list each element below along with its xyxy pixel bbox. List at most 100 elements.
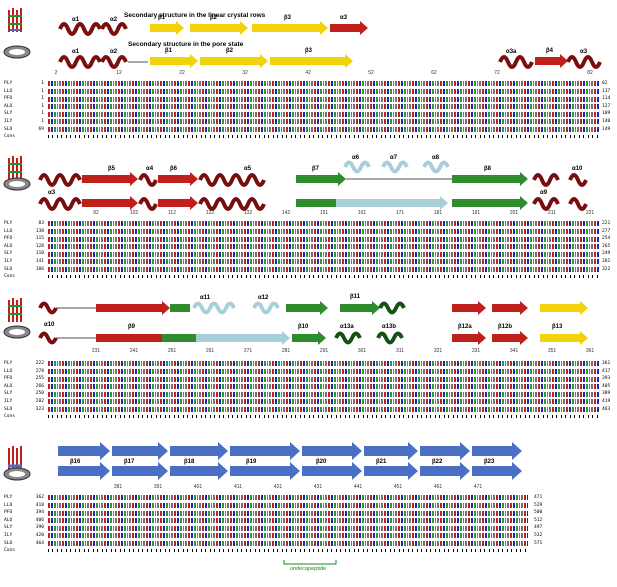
seq-name: ALO [4,383,13,389]
seq-residues [48,518,528,524]
ruler-tick: 151 [319,210,329,216]
title-linear-rows: Secondary structure in the linear crysta… [124,12,266,19]
seq-start: 128 [35,243,44,249]
seq-name: ALO [4,243,13,249]
helix-alpha3a-bottom [498,55,534,69]
molecule-icon [8,8,22,32]
strand-beta1-top [150,21,184,35]
seq-name: SLO [4,540,13,546]
seq-start: 1 [41,103,44,109]
seq-name: SLY [4,251,13,257]
pore-ring-icon [3,325,31,339]
ruler-tick: 142 [281,210,291,216]
ss-label: β3 [305,48,313,54]
ss-label: β1 [158,15,166,21]
seq-residues [48,533,528,539]
seq-start: 1 [41,96,44,102]
seq-name: Cons [4,548,16,554]
ss-label: β16 [70,459,81,465]
seq-start: 406 [35,517,44,523]
seq-residues [48,111,600,117]
ss-label: β2 [210,15,218,21]
helix-alpha7 [381,160,409,174]
ss-label: α9 [540,190,548,196]
strand-beta22 [420,442,470,460]
seq-end: 419 [602,398,611,404]
seq-end: 109 [602,111,611,117]
ruler-tick: 251 [167,348,177,354]
seq-start: 266 [35,383,44,389]
ss-label: α4 [146,166,154,172]
seq-name: Cons [4,274,16,280]
strand-beta17 [112,442,168,460]
title-pore-state: Secondary structure in the pore state [128,41,244,48]
strand-beta21 [364,442,418,460]
strand-beta20 [302,442,362,460]
seq-end: 405 [602,383,611,389]
ss-label: α13a [340,324,354,330]
seq-residues [48,384,600,390]
ruler-tick: 122 [205,210,215,216]
helix-alpha12 [252,301,280,315]
ruler-tick: 42 [305,70,311,76]
strand-beta23 [472,442,522,460]
seq-name: SLO [4,126,13,132]
panel-domain2: α6 α7 α8 α3 β5 α4 β6 α5 β7 β8 α9 α10 [0,148,617,288]
seq-residues [48,510,528,516]
seq-end: 137 [602,88,611,94]
seq-start: 141 [35,258,44,264]
ss-label: α13b [382,324,396,330]
ruler-tick: 341 [509,348,519,354]
seq-start: 186 [35,266,44,272]
seq-start: 282 [35,398,44,404]
seq-end: 221 [602,221,611,226]
seq-start: 1 [41,118,44,124]
seq-residues [48,368,600,374]
ruler-tick: 271 [243,348,253,354]
ruler-tick: 201 [509,210,519,216]
ss-label: β21 [376,459,387,465]
seq-residues [48,361,600,367]
strand-beta7 [296,172,346,186]
seq-end: 497 [534,525,543,531]
seq-residues [48,502,528,508]
seq-start: 110 [35,251,44,257]
ss-label: β22 [432,459,443,465]
seq-residues [48,236,600,242]
seq-end: 249 [602,251,611,257]
panel-domain1: Secondary structure in the linear crysta… [0,0,617,150]
seq-end: 532 [534,532,543,538]
ruler-tick: 261 [205,348,215,354]
seq-end: 322 [602,266,611,272]
helix-alpha9 [532,173,560,187]
seq-name: PLY [4,81,13,86]
ss-label: β13 [552,324,563,330]
molecule-icon [8,446,22,470]
panel-domain4: β16 β17 β18 β19 β20 β21 β22 β23 381 391 … [0,436,617,586]
seq-end: 254 [602,236,611,242]
seq-name: PFO [4,96,13,102]
seq-name: PFO [4,236,13,242]
ss-label: β2 [226,48,234,54]
secondary-structure-4: β16 β17 β18 β19 β20 β21 β22 β23 [58,442,522,480]
seq-name: PFO [4,376,13,382]
ss-label: β17 [124,459,135,465]
seq-residues [48,495,528,501]
seq-start: 362 [35,495,44,500]
ruler-tick: 291 [319,348,329,354]
seq-end: 82 [602,81,608,86]
ss-label: α11 [200,295,211,301]
seq-residues [48,221,600,227]
seq-name: ILY [4,532,13,538]
seq-start: 418 [35,502,44,508]
ss-label: α8 [432,155,440,161]
pore-ring-icon [3,177,31,191]
seq-start: 138 [35,228,44,234]
seq-start: 255 [35,376,44,382]
seq-start: 420 [35,532,44,538]
ruler-tick: 22 [179,70,185,76]
ss-label: β1 [165,48,173,54]
consensus-marks [48,135,600,139]
ruler-tick: 351 [547,348,557,354]
secondary-structure-3: α11 α12 β11 α10 β9 β10 α13a α13b β12a β1… [38,294,588,345]
